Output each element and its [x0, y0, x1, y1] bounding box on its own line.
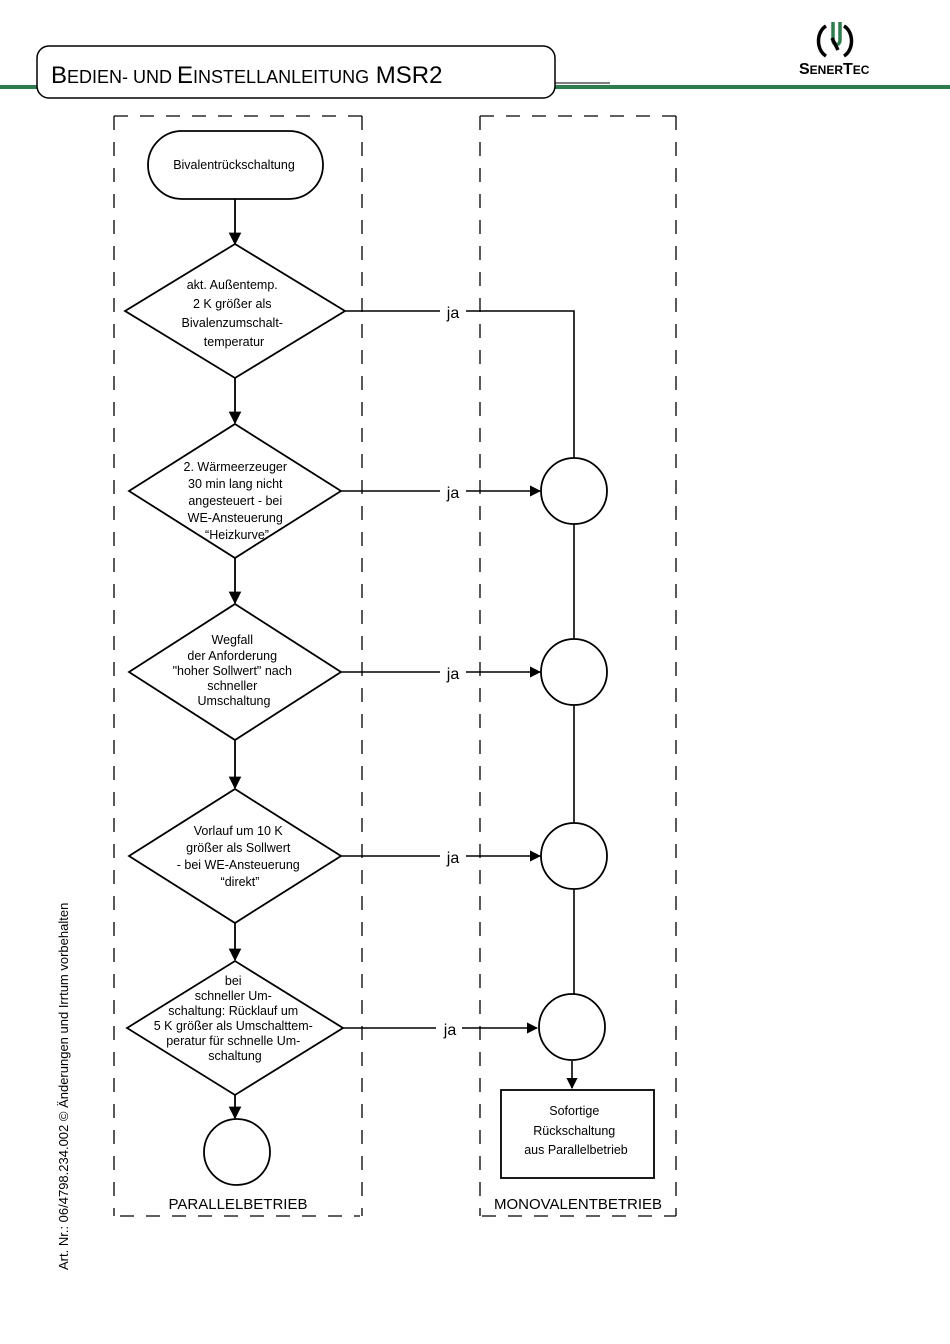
article-number-note: Art. Nr.: 06/4798.234.002 © Änderungen u…	[56, 902, 71, 1270]
decision-2-label: 2. Wärmeerzeuger 30 min lang nicht anges…	[184, 460, 291, 542]
decision-2	[127, 422, 343, 560]
yes-label-2: ja	[446, 485, 460, 502]
senertec-logo: SENERTEC	[799, 22, 870, 78]
yes-label-3: ja	[446, 666, 460, 683]
decision-3-label: Wegfall der Anforderung "hoher Sollwert"…	[173, 633, 296, 708]
yes-connectors	[341, 310, 575, 1034]
logo-mark-icon	[816, 22, 854, 58]
decision-5	[125, 959, 345, 1097]
yes-label-5: ja	[443, 1022, 457, 1039]
decision-4-label: Vorlauf um 10 K größer als Sollwert - be…	[177, 824, 303, 889]
decision-3	[127, 602, 343, 742]
start-label: Bivalentrückschaltung	[173, 158, 295, 172]
header: BEDIEN- UND EINSTELLANLEITUNG MSR2	[0, 45, 950, 99]
header-title-box	[36, 45, 556, 99]
lane-monovalent	[479, 115, 677, 1217]
decision-1	[123, 242, 347, 380]
junction-circle-3	[540, 822, 608, 890]
yes-label-4: ja	[446, 850, 460, 867]
decision-4	[127, 787, 343, 925]
lane-parallel	[113, 115, 363, 1217]
result-label: Sofortige Rückschaltung aus Parallelbetr…	[524, 1104, 628, 1157]
junction-circle-2	[540, 638, 608, 706]
junction-circle-4	[538, 993, 606, 1061]
lane-label-parallel: PARALLELBETRIEB	[169, 1196, 308, 1213]
yes-label-1: ja	[446, 305, 460, 322]
monovalent-flow-lines	[566, 524, 578, 1090]
result-box	[500, 1089, 655, 1179]
end-connector-parallel	[203, 1118, 271, 1186]
junction-circle-1	[540, 457, 608, 525]
page-title: BEDIEN- UND EINSTELLANLEITUNG MSR2	[51, 62, 442, 89]
decision-1-label: akt. Außentemp. 2 K größer als Bivalenzu…	[182, 278, 287, 349]
logo-text: SENERTEC	[799, 61, 870, 78]
lane-label-monovalent: MONOVALENTBETRIEB	[494, 1196, 662, 1213]
decision-5-label: bei schneller Um- schaltung: Rücklauf um…	[154, 974, 317, 1063]
